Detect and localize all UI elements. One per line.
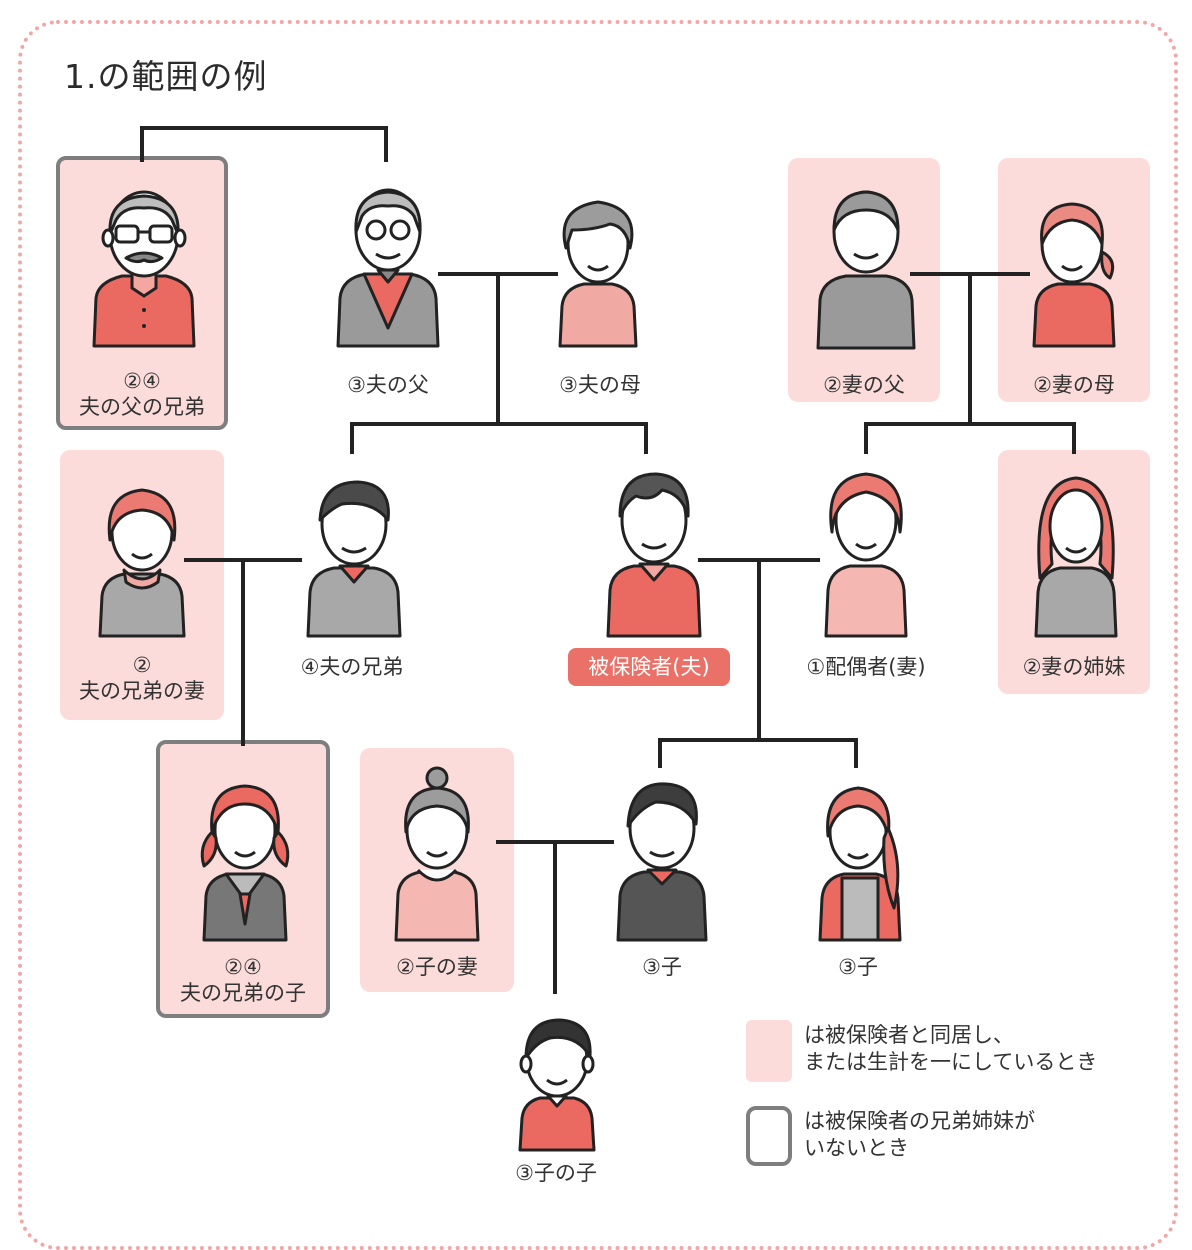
- nephew-illustration: [200, 784, 290, 942]
- family-tree-lines: [140, 126, 1076, 994]
- wife-sister-label: ②妻の姉妹: [1022, 655, 1126, 679]
- brother-illustration: [306, 480, 402, 638]
- husband-mother-illustration: [558, 200, 638, 348]
- line-children: [658, 738, 858, 768]
- brother-label: ④夫の兄弟: [300, 655, 404, 679]
- grandchild-label: ③子の子: [515, 1161, 597, 1185]
- grandchild-illustration: [518, 1018, 596, 1152]
- wife-mother-label: ②妻の母: [1033, 373, 1115, 397]
- insured-badge: 被保険者(夫): [568, 648, 730, 686]
- brother-wife-illustration: [98, 488, 186, 638]
- uncle-illustration: [92, 190, 196, 348]
- spouse-label: ①配偶者(妻): [806, 655, 926, 679]
- insured-illustration: [606, 472, 702, 638]
- husband-father-label: ③夫の父: [347, 373, 429, 397]
- husband-father-illustration: [336, 188, 440, 348]
- line-siblings: [350, 422, 648, 454]
- child-wife-label: ②子の妻: [396, 955, 478, 979]
- son-illustration: [616, 782, 708, 942]
- wife-sister-illustration: [1034, 476, 1118, 638]
- wife-father-label: ②妻の父: [823, 373, 905, 397]
- daughter-illustration: [818, 786, 902, 942]
- page-title: 1.の範囲の例: [64, 57, 268, 96]
- child-wife-illustration: [394, 766, 480, 942]
- legend-gray-text: は被保険者の兄弟姉妹が いないとき: [804, 1109, 1035, 1160]
- daughter-label: ③子: [838, 955, 878, 979]
- line-wife-siblings: [864, 422, 1076, 454]
- wife-father-illustration: [816, 190, 916, 350]
- legend-gray-swatch: [746, 1106, 792, 1166]
- line-uncle-father: [140, 126, 388, 162]
- legend-pink-swatch: [746, 1020, 792, 1082]
- legend-pink-text: は被保険者と同居し、 または生計を一にしているとき: [804, 1023, 1098, 1074]
- son-label: ③子: [642, 955, 682, 979]
- wife-mother-illustration: [1032, 202, 1116, 348]
- husband-mother-label: ③夫の母: [559, 373, 641, 397]
- spouse-illustration: [824, 472, 908, 638]
